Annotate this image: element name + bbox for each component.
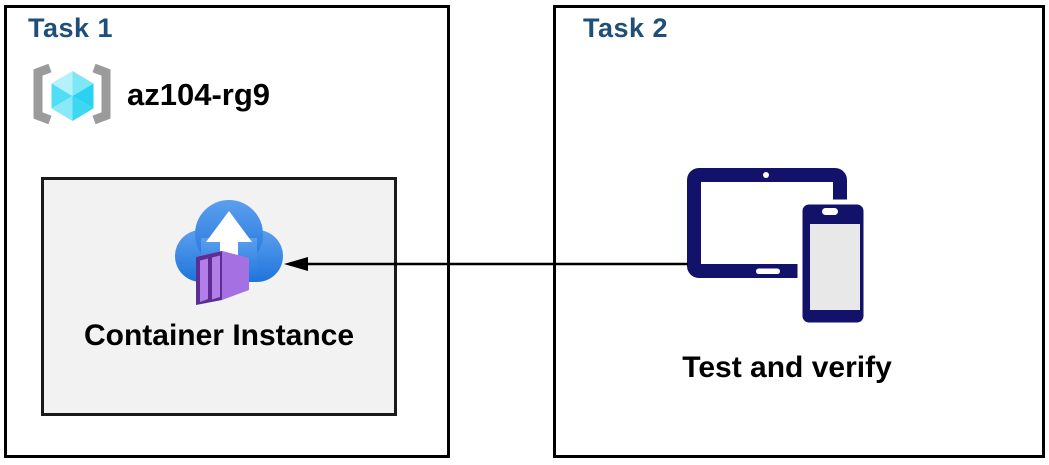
test-and-verify-label: Test and verify bbox=[682, 351, 892, 384]
task2-title: Task 2 bbox=[583, 13, 669, 43]
container-instance-label: Container Instance bbox=[83, 319, 355, 352]
arrow-left-icon bbox=[284, 257, 688, 271]
container-cube bbox=[196, 251, 249, 305]
resource-group-name: az104-rg9 bbox=[127, 77, 271, 112]
devices-icon bbox=[687, 168, 869, 328]
upload-arrow-icon bbox=[206, 211, 252, 262]
resource-group-icon bbox=[33, 64, 111, 124]
container-instance-icon bbox=[175, 200, 283, 305]
phone-icon bbox=[797, 199, 869, 328]
task1-title: Task 1 bbox=[28, 13, 114, 43]
